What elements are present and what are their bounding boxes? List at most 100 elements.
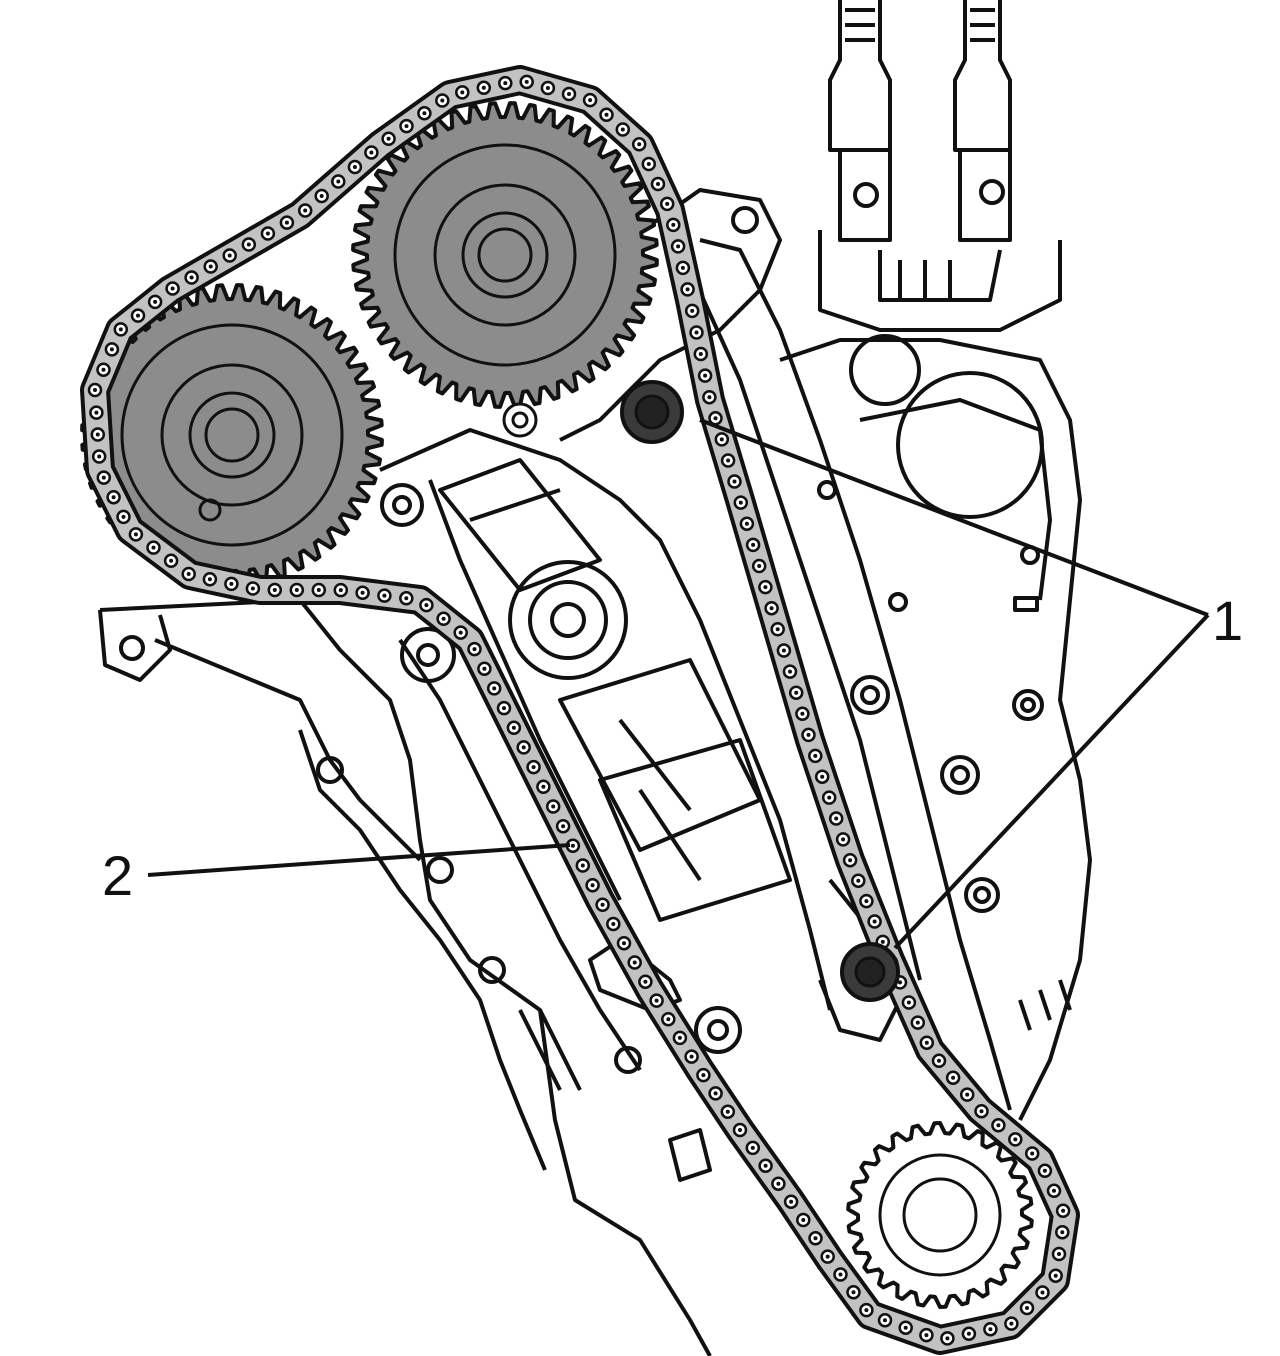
chain-pin xyxy=(611,922,616,926)
chain-pin xyxy=(186,572,191,576)
chain-pin xyxy=(352,165,357,169)
right-bolt-hole xyxy=(860,685,880,705)
chain-pin xyxy=(93,388,97,392)
chain-pin xyxy=(666,1017,671,1022)
exhaust-cam-sprocket-ring xyxy=(120,323,344,547)
chain-pin xyxy=(1052,1188,1056,1193)
leader-1-upper xyxy=(699,418,1209,617)
chain-pin xyxy=(694,330,699,335)
valve-stem-left xyxy=(828,0,892,152)
chain-pin xyxy=(316,588,321,592)
chain-pin xyxy=(800,711,805,716)
intake-cam-sprocket-ring xyxy=(477,227,533,283)
chain-pin xyxy=(856,878,861,883)
chain-pin xyxy=(1025,1306,1029,1310)
chain-pin xyxy=(511,725,516,730)
chain-pin xyxy=(945,1336,950,1341)
chain-pin xyxy=(567,92,571,96)
right-bolt-hole xyxy=(940,755,980,795)
mount-hole xyxy=(817,480,837,500)
chain-pin xyxy=(738,500,743,505)
housing-outline-lower xyxy=(298,729,547,1171)
chain-pin xyxy=(656,182,660,186)
chain-pin xyxy=(707,395,712,400)
housing-outline-left-inner xyxy=(154,638,422,862)
chain-pin xyxy=(524,79,529,84)
leader-1-lower xyxy=(893,613,1210,950)
center-block-left-edge xyxy=(428,479,622,901)
right-bolt-hole xyxy=(950,765,970,785)
valve-stem-right xyxy=(953,0,1012,152)
chain-pin xyxy=(360,590,365,595)
chain-pin xyxy=(600,902,605,907)
guide-bolts xyxy=(620,380,900,1002)
chain-pin xyxy=(689,1054,694,1059)
chain-pin xyxy=(95,432,100,437)
chain-pin xyxy=(492,686,497,691)
chain-pin xyxy=(841,837,846,842)
chain-pin xyxy=(118,327,123,332)
chain-pin xyxy=(151,545,156,550)
chain-pin xyxy=(404,124,409,129)
chain-pin xyxy=(588,98,593,103)
leader-2 xyxy=(147,843,571,877)
chain-pin xyxy=(250,586,255,591)
chain-pin xyxy=(632,960,637,965)
valve-body-hole xyxy=(979,179,1005,205)
callout-leaders xyxy=(147,418,1210,950)
chain-pin xyxy=(101,367,106,372)
chain-pin xyxy=(481,85,486,90)
chain-guide-left xyxy=(398,638,642,1072)
chain-pin xyxy=(713,416,718,421)
chain-pin xyxy=(680,265,685,270)
chain-pin xyxy=(424,603,429,608)
chain-pin xyxy=(750,1145,755,1150)
chain-pin xyxy=(781,648,786,653)
valve-body-hole xyxy=(853,182,879,208)
chain-pin xyxy=(189,275,194,280)
chain-pin xyxy=(265,231,270,236)
chain-pin xyxy=(725,1109,730,1114)
chain-pin xyxy=(604,112,609,117)
intake-cam-sprocket xyxy=(351,101,659,409)
left-flange xyxy=(98,609,172,682)
crankshaft-sprocket-ring xyxy=(878,1153,1002,1277)
chain-pin xyxy=(1013,1137,1018,1142)
chain-pin xyxy=(382,593,387,598)
chain-pin xyxy=(775,627,780,632)
exhaust-cam-sprocket xyxy=(80,283,384,587)
right-boss-small xyxy=(849,334,921,406)
chain-pin xyxy=(97,454,102,459)
right-detail-line xyxy=(1018,999,1032,1031)
sprockets xyxy=(80,101,1034,1309)
chain-pin xyxy=(101,475,106,480)
chain-pin xyxy=(801,1218,806,1222)
housing-outline-left xyxy=(99,598,712,1356)
chain-pin xyxy=(864,1308,869,1313)
chain-pin xyxy=(996,1123,1001,1128)
chain-pin xyxy=(732,479,737,484)
chain-pin xyxy=(94,410,99,415)
chain-pin xyxy=(988,1327,993,1332)
block-window-upper xyxy=(438,458,602,592)
chain-pin xyxy=(440,98,445,103)
chain-pin xyxy=(580,863,585,868)
chain-pin xyxy=(872,919,877,924)
chain-pin xyxy=(813,753,818,758)
chain-pin xyxy=(338,588,343,593)
chain-pin xyxy=(109,347,114,352)
chain-pin xyxy=(903,1325,908,1330)
chain-pin xyxy=(864,899,869,904)
chain-pin xyxy=(789,1199,794,1204)
mount-hole xyxy=(478,956,506,984)
chain-pin xyxy=(319,194,324,198)
right-detail-line xyxy=(1058,979,1072,1011)
chain-pin xyxy=(698,352,703,356)
chain-pin xyxy=(848,858,853,863)
valve-body-left xyxy=(838,150,892,242)
chain-pin xyxy=(441,616,446,621)
chain-pin xyxy=(713,1091,718,1096)
chain-pin xyxy=(763,585,768,590)
chain-pin xyxy=(620,127,625,132)
